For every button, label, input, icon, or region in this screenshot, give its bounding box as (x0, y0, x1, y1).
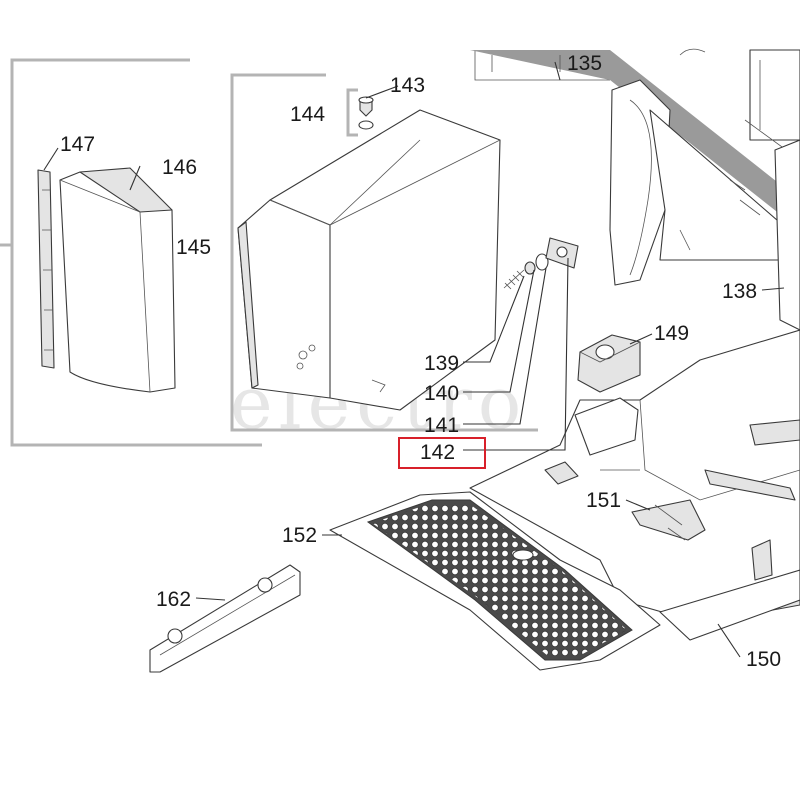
label-part-145: 145 (176, 236, 211, 259)
spring-part-139 (503, 269, 525, 290)
label-part-162: 162 (156, 588, 191, 611)
label-part-151: 151 (586, 489, 621, 512)
label-part-139: 139 (424, 352, 459, 375)
label-part-146: 146 (162, 156, 197, 179)
label-part-140: 140 (424, 382, 459, 405)
group-bracket-valve (346, 88, 358, 137)
side-strip-part-147 (37, 169, 55, 369)
label-part-144: 144 (290, 103, 325, 126)
valve-part-140 (524, 261, 536, 275)
label-part-141: 141 (424, 414, 459, 437)
frame-part-138 (609, 79, 800, 331)
group-bracket-tank (230, 73, 538, 432)
water-tank-part-145 (237, 109, 501, 411)
rail-part-162 (149, 564, 301, 673)
drip-tray-part-152 (329, 491, 661, 671)
label-part-142: 142 (420, 441, 455, 464)
front-panel-part-146 (59, 167, 176, 393)
label-part-135: 135 (567, 52, 602, 75)
label-part-147: 147 (60, 133, 95, 156)
label-part-149: 149 (654, 322, 689, 345)
seal-ring-part-144 (358, 120, 374, 130)
valve-cap-part-143 (358, 96, 374, 117)
label-part-138: 138 (722, 280, 757, 303)
label-part-143: 143 (390, 74, 425, 97)
highlight-box-part-142 (398, 437, 486, 469)
group-bracket-left (10, 58, 262, 447)
leader-lines (43, 61, 785, 658)
label-part-152: 152 (282, 524, 317, 547)
seal-part-141 (535, 253, 549, 271)
slider-part-151 (544, 461, 706, 541)
base-tray-part-150 (469, 329, 800, 641)
mount-plate-part-142 (545, 237, 579, 269)
cover-part-149 (577, 334, 641, 393)
label-part-150: 150 (746, 648, 781, 671)
